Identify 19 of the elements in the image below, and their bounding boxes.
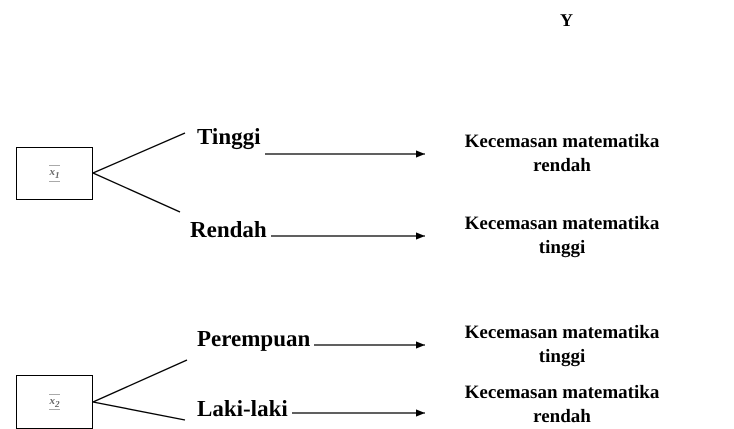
branch-line [92,172,180,213]
arrow [292,409,425,417]
branch-line [92,401,186,421]
outcome-text: Kecemasan matematika tinggi [425,321,699,369]
variable-box [16,147,93,200]
category-label: Rendah [180,210,357,253]
branch-line [92,359,188,403]
arrow [271,232,425,240]
arrow [314,341,425,349]
arrow [265,150,425,158]
axis-variable-label: Y [560,10,573,31]
outcome-text: Kecemasan matematika tinggi [425,212,699,260]
outcome-text: Kecemasan matematika rendah [425,130,699,178]
category-label: Laki-laki [185,396,365,429]
branch-line [92,132,186,174]
category-label: Tinggi [185,124,347,160]
category-label: Perempuan [187,326,360,362]
variable-box [16,375,93,429]
outcome-text: Kecemasan matematika rendah [425,381,699,429]
